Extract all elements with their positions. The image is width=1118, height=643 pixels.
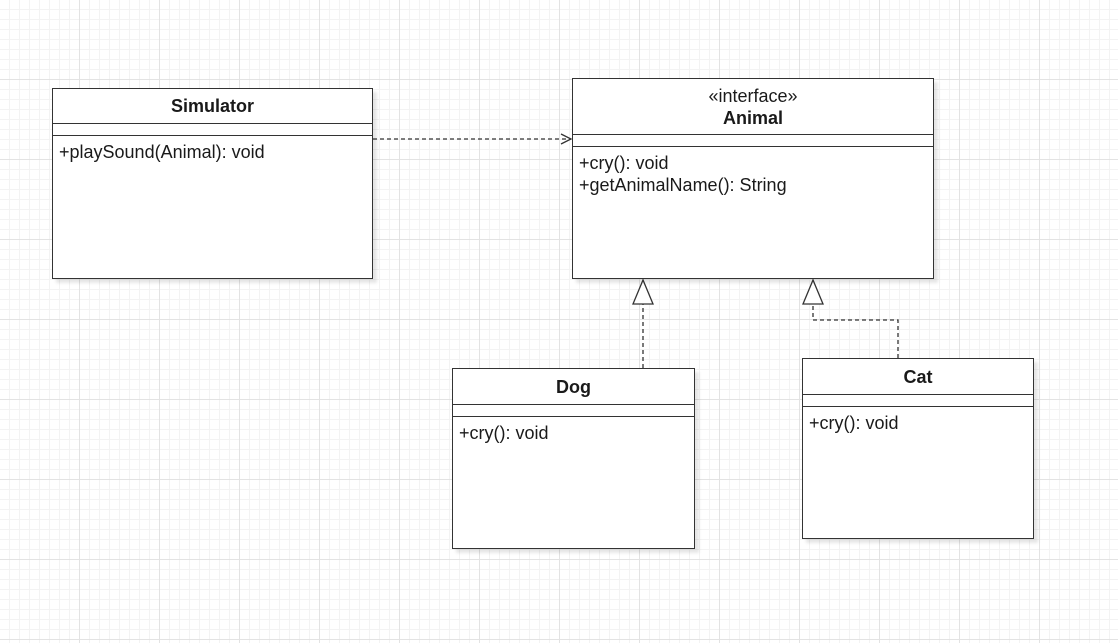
method-cry: +cry(): void bbox=[459, 423, 549, 443]
attributes-compartment bbox=[803, 395, 1033, 407]
class-name: Cat bbox=[903, 366, 933, 387]
class-header: Simulator bbox=[53, 89, 372, 124]
attributes-compartment bbox=[453, 405, 694, 417]
method-cry: +cry(): void bbox=[809, 413, 899, 433]
realization-cat-animal[interactable] bbox=[802, 278, 899, 358]
class-cat[interactable]: Cat +cry(): void bbox=[802, 358, 1034, 539]
methods-compartment: +cry(): void +getAnimalName(): String bbox=[573, 147, 933, 196]
class-header: Cat bbox=[803, 359, 1033, 395]
class-name: Animal bbox=[722, 107, 783, 128]
methods-compartment: +cry(): void bbox=[803, 407, 1033, 434]
class-simulator[interactable]: Simulator +playSound(Animal): void bbox=[52, 88, 373, 279]
attributes-compartment bbox=[573, 135, 933, 147]
class-header: Dog bbox=[453, 369, 694, 405]
method-cry: +cry(): void bbox=[579, 153, 669, 173]
class-dog[interactable]: Dog +cry(): void bbox=[452, 368, 695, 549]
class-header: «interface» Animal bbox=[573, 79, 933, 135]
attributes-compartment bbox=[53, 124, 372, 136]
class-name: Dog bbox=[556, 376, 591, 397]
dependency-simulator-animal[interactable] bbox=[373, 133, 573, 145]
methods-compartment: +playSound(Animal): void bbox=[53, 136, 372, 163]
interface-animal[interactable]: «interface» Animal +cry(): void +getAnim… bbox=[572, 78, 934, 279]
stereotype-label: «interface» bbox=[708, 85, 798, 106]
method-get-animal-name: +getAnimalName(): String bbox=[579, 175, 787, 195]
realization-dog-animal[interactable] bbox=[632, 278, 654, 368]
class-name: Simulator bbox=[170, 96, 254, 116]
method-play-sound: +playSound(Animal): void bbox=[59, 142, 265, 162]
methods-compartment: +cry(): void bbox=[453, 417, 694, 444]
